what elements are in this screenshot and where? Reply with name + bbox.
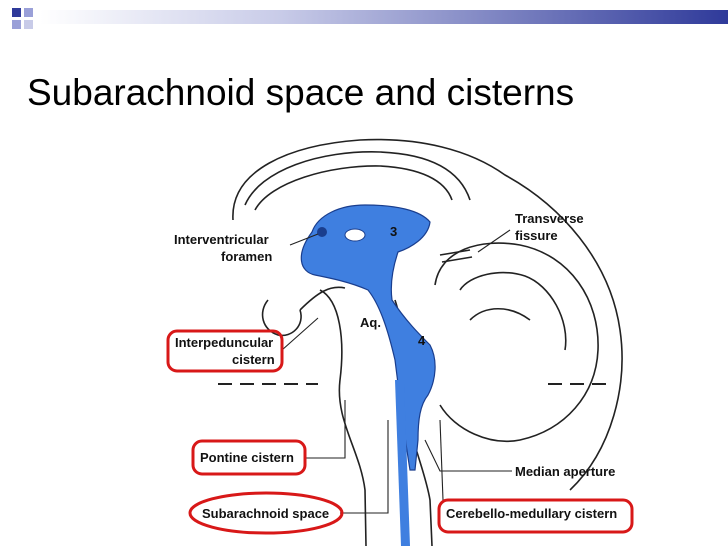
pointer-pontine: [305, 400, 346, 459]
pointer-median-aperture: [424, 439, 512, 472]
label-interpeduncular-1: Interpeduncular: [175, 335, 273, 350]
label-interpeduncular-2: cistern: [232, 352, 275, 367]
header-square: [12, 8, 21, 17]
subarachnoid-strip: [395, 380, 410, 546]
label-transverse-1: Transverse: [515, 211, 584, 226]
header-bar: [40, 10, 728, 24]
highlight-cerebello: [437, 498, 634, 534]
label-cerebello: Cerebello-medullary cistern: [446, 506, 617, 521]
label-ventricle-4: 4: [418, 333, 426, 348]
pointer-lines: [281, 229, 512, 514]
label-median-aperture: Median aperture: [515, 464, 615, 479]
highlight-subarachnoid: [188, 491, 344, 535]
label-aq: Aq.: [360, 315, 381, 330]
header-decoration: [12, 8, 728, 29]
slide-title: Subarachnoid space and cisterns: [27, 72, 575, 113]
interthalamic-adhesion: [344, 228, 366, 242]
header-square: [24, 8, 33, 17]
highlight-interpeduncular: [166, 329, 284, 373]
interventricular-foramen-dot: [317, 227, 327, 237]
label-interventricular-1: Interventricular: [174, 232, 269, 247]
red-highlights: [166, 329, 634, 535]
header-square: [12, 20, 21, 29]
label-interventricular-2: foramen: [221, 249, 272, 264]
pointer-transverse: [477, 229, 511, 253]
pointer-cerebello: [439, 419, 444, 501]
pointer-interventricular: [289, 233, 319, 246]
pointer-subarachnoid: [340, 420, 389, 514]
label-ventricle-3: 3: [390, 224, 397, 239]
label-transverse-2: fissure: [515, 228, 558, 243]
pointer-interpeduncular: [281, 317, 319, 351]
third-ventricle: [300, 204, 436, 471]
header-square: [24, 20, 33, 29]
highlight-pontine: [191, 439, 307, 476]
label-subarachnoid: Subarachnoid space: [202, 506, 329, 521]
label-pontine: Pontine cistern: [200, 450, 294, 465]
ventricle-system: [300, 204, 436, 546]
